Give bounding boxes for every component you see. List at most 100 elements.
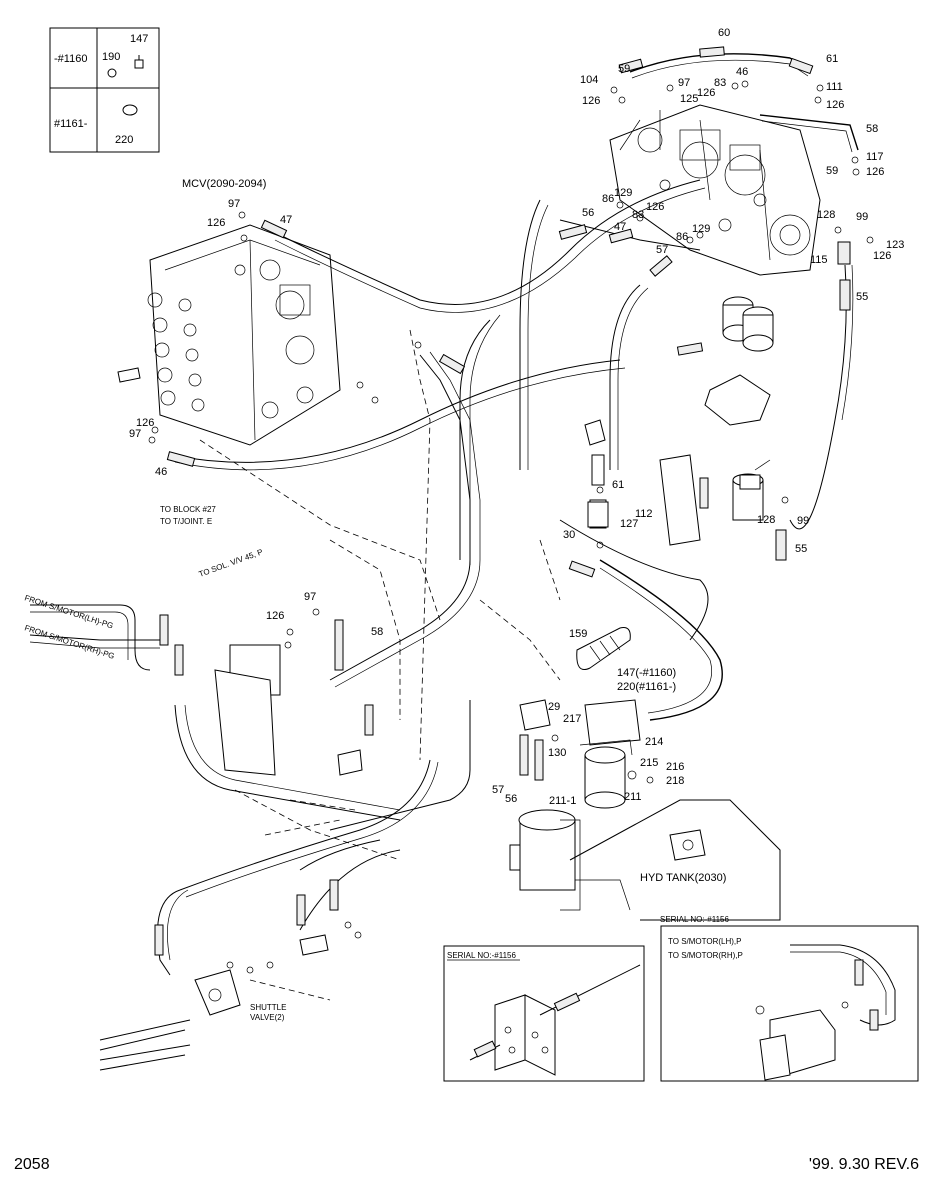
label-29: 29 xyxy=(548,701,560,713)
from-smotor-rh-callout: FROM S/MOTOR(RH)-PG xyxy=(23,623,115,661)
label-126c: 126 xyxy=(826,99,844,111)
label-127: 127 xyxy=(620,518,638,530)
shuttle-valve-label: VALVE(2) xyxy=(250,1013,285,1022)
label-99b: 99 xyxy=(797,515,809,527)
part-labels: 60 59 61 97 104 126 125 83 46 126 111 12… xyxy=(129,27,904,807)
label-147: 147(-#1160) xyxy=(617,667,676,679)
inset-right-to-rh: TO S/MOTOR(RH),P xyxy=(668,951,743,960)
label-159: 159 xyxy=(569,628,587,640)
inset-right-title: SERIAL NO:-#1156 xyxy=(660,915,729,924)
label-129b: 129 xyxy=(692,223,710,235)
inset-left-title: SERIAL NO:-#1156 xyxy=(447,951,516,960)
to-block-callout: TO BLOCK #27 xyxy=(160,505,216,514)
label-128b: 128 xyxy=(757,514,775,526)
label-97a: 97 xyxy=(678,77,690,89)
label-126b: 126 xyxy=(697,87,715,99)
mcv-label: MCV(2090-2094) xyxy=(182,178,266,190)
label-99a: 99 xyxy=(856,211,868,223)
inset-right-to-lh: TO S/MOTOR(LH),P xyxy=(668,937,742,946)
label-214: 214 xyxy=(645,736,663,748)
hydraulic-pump xyxy=(609,104,821,276)
label-60: 60 xyxy=(718,27,730,39)
label-211-1: 211-1 xyxy=(549,795,576,807)
label-61b: 61 xyxy=(612,479,624,491)
label-55b: 55 xyxy=(795,543,807,555)
label-56b: 56 xyxy=(505,793,517,805)
revision-stamp: '99. 9.30 REV.6 xyxy=(808,1156,919,1173)
label-217: 217 xyxy=(563,713,581,725)
part-190-label: 190 xyxy=(102,51,120,63)
bolt-147-icon xyxy=(134,55,144,69)
relief-valve-block xyxy=(587,501,609,528)
label-220: 220(#1161-) xyxy=(617,681,676,693)
page-number: 2058 xyxy=(14,1156,50,1173)
label-86a: 86 xyxy=(602,193,614,205)
line-filter xyxy=(732,473,764,521)
label-125: 125 xyxy=(680,93,698,105)
label-126i: 126 xyxy=(266,610,284,622)
label-129a: 129 xyxy=(614,187,632,199)
serial-range-after: #1161- xyxy=(54,118,88,130)
label-57b: 57 xyxy=(492,784,504,796)
label-128a: 128 xyxy=(817,209,835,221)
to-tjoint-callout: TO T/JOINT. E xyxy=(160,517,212,526)
label-86b: 86 xyxy=(676,231,688,243)
label-117: 117 xyxy=(866,151,884,163)
clamp-220-icon xyxy=(122,104,138,116)
label-216: 216 xyxy=(666,761,684,773)
label-58a: 58 xyxy=(866,123,878,135)
label-83a: 83 xyxy=(714,77,726,89)
washer-190-icon xyxy=(107,68,117,78)
label-97c: 97 xyxy=(129,428,141,440)
label-111: 111 xyxy=(826,81,843,93)
label-126f: 126 xyxy=(646,201,664,213)
label-215: 215 xyxy=(640,757,658,769)
fitting-symbols xyxy=(148,80,874,974)
hose-fittings xyxy=(154,46,851,956)
label-126e: 126 xyxy=(207,217,225,229)
label-46a: 46 xyxy=(736,66,748,78)
label-47a: 47 xyxy=(280,214,292,226)
shuttle-valve xyxy=(99,969,241,1071)
label-115: 115 xyxy=(810,254,828,266)
hydraulic-tank xyxy=(569,799,781,921)
brackets-and-blocks xyxy=(214,419,701,956)
drain-filter-assembly xyxy=(579,739,633,809)
label-211: 211 xyxy=(624,791,642,803)
inset-serial-left: SERIAL NO:-#1156 xyxy=(443,945,645,1082)
label-126d: 126 xyxy=(866,166,884,178)
label-97b: 97 xyxy=(228,198,240,210)
label-55a: 55 xyxy=(856,291,868,303)
label-59b: 59 xyxy=(826,165,838,177)
label-97d: 97 xyxy=(304,591,316,603)
label-61a: 61 xyxy=(826,53,838,65)
serial-range-before: -#1160 xyxy=(54,53,87,65)
label-47b: 47 xyxy=(614,221,626,233)
label-56a: 56 xyxy=(582,207,594,219)
part-147-label: 147 xyxy=(130,33,148,45)
label-58b: 58 xyxy=(371,626,383,638)
label-104: 104 xyxy=(580,74,598,86)
inset-serial-right: SERIAL NO:-#1156 TO S/MOTOR(LH),P TO S/M… xyxy=(660,915,919,1082)
label-46b: 46 xyxy=(155,466,167,478)
label-126a: 126 xyxy=(582,95,600,107)
label-123: 123 xyxy=(886,239,904,251)
label-126g: 126 xyxy=(873,250,891,262)
main-control-valve xyxy=(117,224,341,446)
to-sol-callout: TO SOL. V/V 45, P xyxy=(198,547,264,579)
shuttle-label: SHUTTLE xyxy=(250,1003,286,1012)
label-30: 30 xyxy=(563,529,575,541)
label-83b: 83 xyxy=(632,209,644,221)
label-126h: 126 xyxy=(136,417,154,429)
label-57a: 57 xyxy=(656,244,668,256)
hyd-tank-label: HYD TANK(2030) xyxy=(640,872,726,884)
pilot-pump-unit xyxy=(509,809,581,911)
protector-sleeve-159 xyxy=(576,627,631,670)
label-218: 218 xyxy=(666,775,684,787)
label-112: 112 xyxy=(635,508,653,520)
label-59a: 59 xyxy=(618,63,630,75)
piping-network xyxy=(29,53,859,1001)
serial-number-table: -#1160 #1161- 147 190 220 xyxy=(49,27,160,153)
part-220-label: 220 xyxy=(115,134,133,146)
